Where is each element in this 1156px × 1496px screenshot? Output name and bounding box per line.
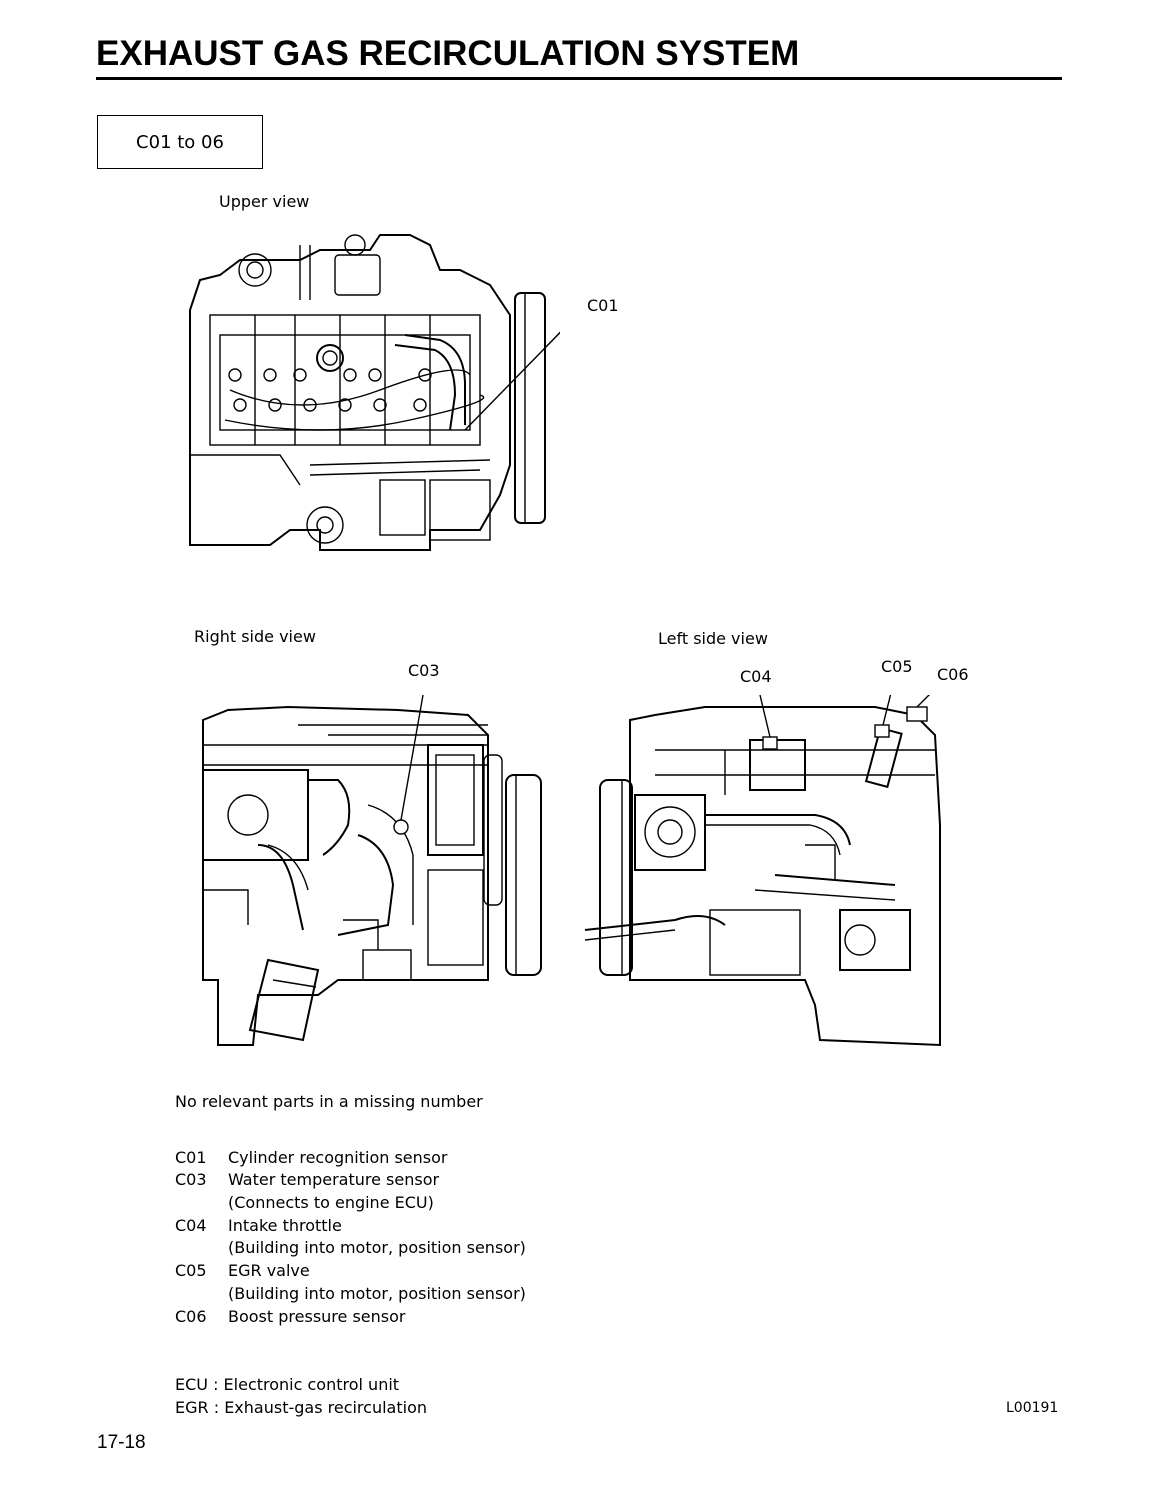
legend-code: C06	[175, 1307, 207, 1326]
upper-view-engine-drawing	[189, 234, 560, 551]
callout-c01: C01	[587, 296, 619, 315]
left-side-view-engine-drawing	[584, 695, 941, 1047]
legend-text: Boost pressure sensor	[228, 1307, 406, 1326]
page-number: 17-18	[97, 1432, 146, 1453]
legend-code: C04	[175, 1216, 207, 1235]
right-side-view-caption: Right side view	[194, 627, 316, 646]
legend-code: C01	[175, 1148, 207, 1167]
legend-text: EGR valve	[228, 1261, 310, 1280]
figure-code: L00191	[1006, 1400, 1059, 1416]
abbreviation-ecu: ECU : Electronic control unit	[175, 1375, 400, 1394]
legend-text: Cylinder recognition sensor	[228, 1148, 448, 1167]
legend-subtext: (Building into motor, position sensor)	[228, 1238, 526, 1257]
legend-code: C03	[175, 1170, 207, 1189]
missing-number-note: No relevant parts in a missing number	[175, 1092, 483, 1111]
title-rule	[96, 77, 1062, 80]
right-side-view-engine-drawing	[202, 695, 542, 1046]
left-side-view-caption: Left side view	[658, 629, 768, 648]
callout-c06: C06	[937, 665, 969, 684]
abbreviation-egr: EGR : Exhaust‐gas recirculation	[175, 1398, 427, 1417]
legend-text: Intake throttle	[228, 1216, 342, 1235]
connector-range-box: C01 to 06	[97, 115, 263, 169]
page-title: EXHAUST GAS RECIRCULATION SYSTEM	[96, 34, 800, 73]
legend-subtext: (Connects to engine ECU)	[228, 1193, 434, 1212]
legend-code: C05	[175, 1261, 207, 1280]
callout-c03: C03	[408, 661, 440, 680]
callout-c05: C05	[881, 657, 913, 676]
callout-c04: C04	[740, 667, 772, 686]
upper-view-caption: Upper view	[219, 192, 310, 211]
legend-subtext: (Building into motor, position sensor)	[228, 1284, 526, 1303]
legend-text: Water temperature sensor	[228, 1170, 440, 1189]
